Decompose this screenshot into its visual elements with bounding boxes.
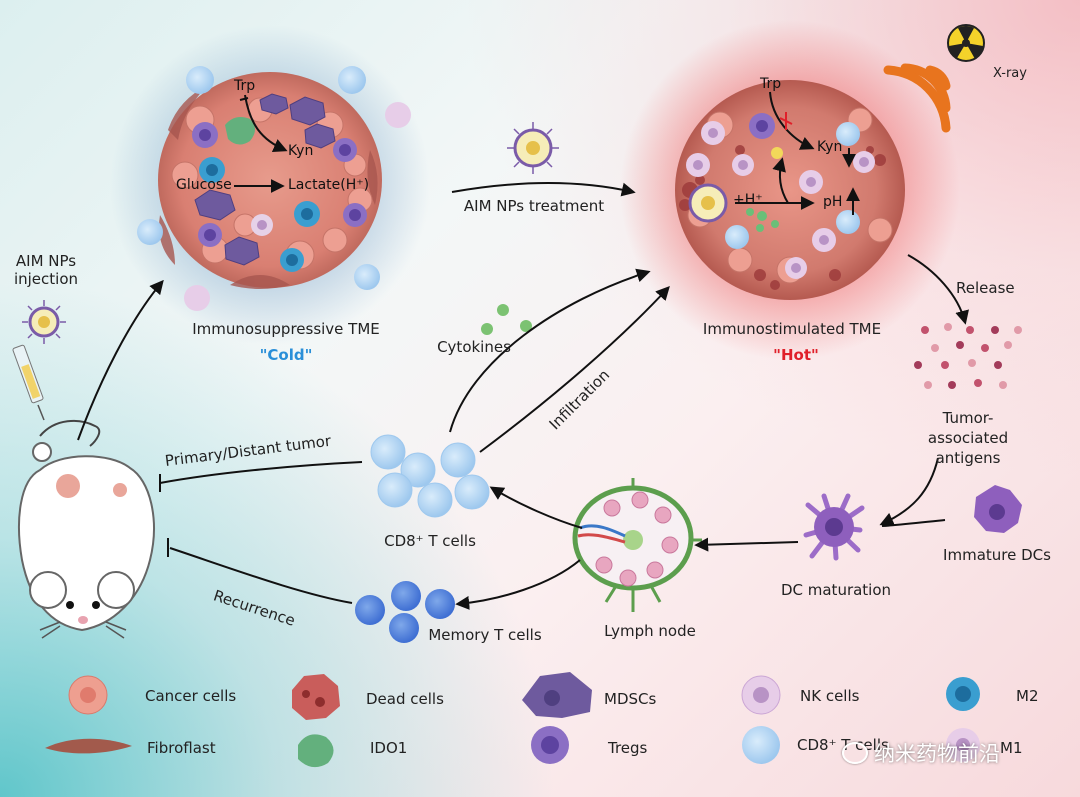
hot-kyn-label: Kyn	[817, 139, 843, 155]
cold-outer-cells	[137, 66, 411, 311]
legend-label-cancer: Cancer cells	[145, 687, 237, 705]
watermark-text: 纳米药物前沿	[874, 742, 1000, 766]
legend-label-mdsc: MDSCs	[604, 690, 657, 708]
cold-glucose-label: Glucose	[176, 177, 232, 193]
cytokines-label: Cytokines	[437, 338, 511, 356]
dc-maturation-label: DC maturation	[780, 581, 892, 599]
hot-tme-label: Immunostimulated TME	[702, 320, 882, 338]
taa-label: Tumor-associated antigens	[927, 409, 1009, 467]
cold-trp-label: Trp	[234, 78, 256, 94]
lymph-node-label: Lymph node	[604, 622, 696, 640]
legend-label-treg: Tregs	[608, 739, 648, 757]
dendritic-cell-icon	[803, 485, 1022, 561]
cd8-t-cells-icon	[370, 434, 490, 518]
syringe-icon	[12, 300, 66, 421]
watermark: 纳米药物前沿	[842, 738, 1000, 768]
legend-label-m2: M2	[1016, 687, 1039, 705]
hot-label: "Hot"	[773, 346, 819, 364]
memory-cells-label: Memory T cells	[428, 626, 542, 644]
mouse-icon	[18, 419, 155, 639]
release-label: Release	[956, 279, 1015, 297]
aim-injection-label: AIM NPs injection	[13, 252, 79, 288]
cold-kyn-label: Kyn	[288, 143, 314, 159]
xray-label: X-ray	[993, 66, 1027, 81]
cold-tme-label: Immunosuppressive TME	[192, 320, 380, 338]
hot-ph-label: pH	[823, 194, 843, 210]
flow-arrows	[77, 182, 969, 610]
legend-label-ido1: IDO1	[370, 739, 408, 757]
nanoparticle-icon	[507, 122, 559, 174]
lymph-node-icon	[572, 478, 702, 612]
legend-icons	[45, 672, 980, 768]
legend-label-dead: Dead cells	[366, 690, 444, 708]
hot-hplus-label: +H⁺	[733, 192, 763, 208]
wechat-icon	[842, 742, 868, 764]
cytokine-dots	[481, 304, 532, 335]
legend-label-fibro: Fibroflast	[147, 739, 216, 757]
cold-lactate-label: Lactate(H⁺)	[288, 177, 370, 193]
hot-tumor	[620, 20, 960, 360]
xray-icon	[883, 24, 985, 133]
cd8-cells-label: CD8⁺ T cells	[384, 532, 476, 550]
legend-label-nk: NK cells	[800, 687, 860, 705]
treatment-label: AIM NPs treatment	[463, 197, 605, 215]
memory-t-cells-icon	[355, 581, 455, 643]
antigen-dots	[914, 323, 1022, 389]
cold-tumor	[110, 25, 430, 345]
legend-label-m1: M1	[1000, 739, 1023, 757]
immature-dcs-label: Immature DCs	[943, 546, 1051, 564]
hot-trp-label: Trp	[760, 76, 782, 92]
cold-label: "Cold"	[259, 346, 313, 364]
